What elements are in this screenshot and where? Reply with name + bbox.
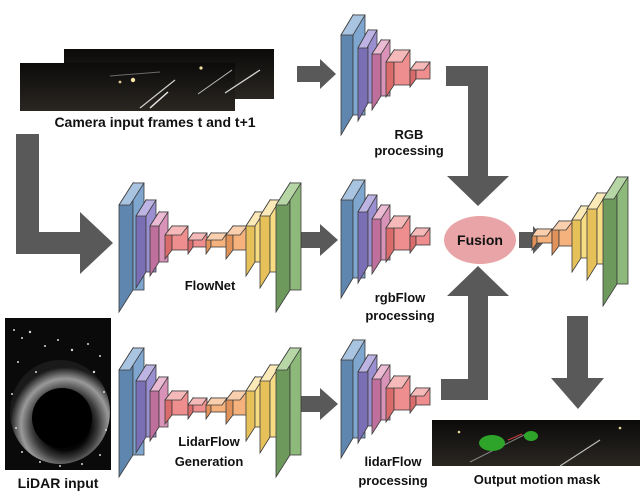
motion-mask-car-2 [524, 431, 538, 441]
layer-block [164, 224, 189, 261]
layer-block [371, 363, 391, 436]
layer-block [225, 389, 248, 426]
layer-block [187, 396, 208, 421]
camera-frame-details [109, 66, 261, 109]
camera-input-frames [20, 49, 274, 111]
layer-block [225, 224, 248, 261]
layer-block [275, 346, 302, 479]
layer-block [205, 231, 228, 256]
layer-block [149, 210, 169, 278]
layer-block [586, 191, 608, 282]
layer-block [409, 386, 431, 415]
layer-block [409, 226, 431, 255]
arrow-camera-to-rgb [297, 59, 336, 89]
layer-block [531, 227, 553, 252]
layer-block [205, 396, 228, 421]
lidarflow-generation-label-1: LidarFlow [178, 434, 240, 449]
lidarflow-processing-label-1: lidarFlow [364, 454, 422, 469]
camera-input-label: Camera input frames t and t+1 [54, 114, 255, 130]
layer-block [164, 389, 189, 426]
output-motion-mask-label: Output motion mask [474, 472, 601, 487]
lidarflow-generation-label-2: Generation [175, 454, 244, 469]
lidarflow-generation-network [118, 346, 302, 479]
camera-frame-front [20, 63, 235, 111]
flownet-network [118, 181, 302, 314]
rgb-processing-label-1: RGB [395, 127, 424, 142]
layer-block [259, 363, 281, 455]
layer-block [187, 231, 208, 256]
layer-block [149, 375, 169, 443]
output-decoder [531, 175, 629, 308]
flownet-label: FlowNet [185, 278, 236, 293]
fusion-label: Fusion [457, 232, 503, 248]
arrows [16, 59, 604, 420]
lidar-input-image [5, 318, 111, 470]
motion-mask-car-1 [479, 435, 505, 451]
arrow-flownet-to-rgbflow [298, 224, 338, 256]
rgb-processing-encoder [340, 13, 431, 137]
rgb-processing-label-2: processing [374, 143, 443, 158]
layer-block [571, 204, 591, 274]
layer-block [385, 48, 411, 99]
layer-block [245, 375, 265, 443]
layer-block [275, 181, 302, 314]
rgbflow-label-1: rgbFlow [375, 290, 426, 305]
arrow-camera-to-flownet [16, 134, 113, 274]
rgbflow-label-2: processing [365, 308, 434, 323]
arrow-lidarflowgen-to-lidarflow [298, 388, 338, 420]
layer-block [371, 38, 391, 112]
fusion-node: Fusion [444, 216, 516, 264]
layer-block [602, 175, 629, 308]
output-motion-mask-image [432, 420, 640, 467]
layer-block [385, 214, 411, 264]
lidar-input-label: LiDAR input [18, 475, 99, 491]
arrow-rgb-to-fusion [446, 66, 509, 206]
rgbflow-processing-encoder [340, 178, 431, 300]
lidarflow-processing-label-2: processing [358, 473, 427, 488]
layer-block [385, 374, 411, 424]
layer-block [551, 219, 574, 257]
arrow-decoder-to-output [551, 316, 604, 409]
lidarflow-processing-encoder [340, 338, 431, 460]
lidar-points [11, 329, 107, 467]
arrow-lidarflow-to-fusion [441, 266, 509, 400]
layer-block [245, 210, 265, 278]
layer-block [409, 60, 431, 89]
